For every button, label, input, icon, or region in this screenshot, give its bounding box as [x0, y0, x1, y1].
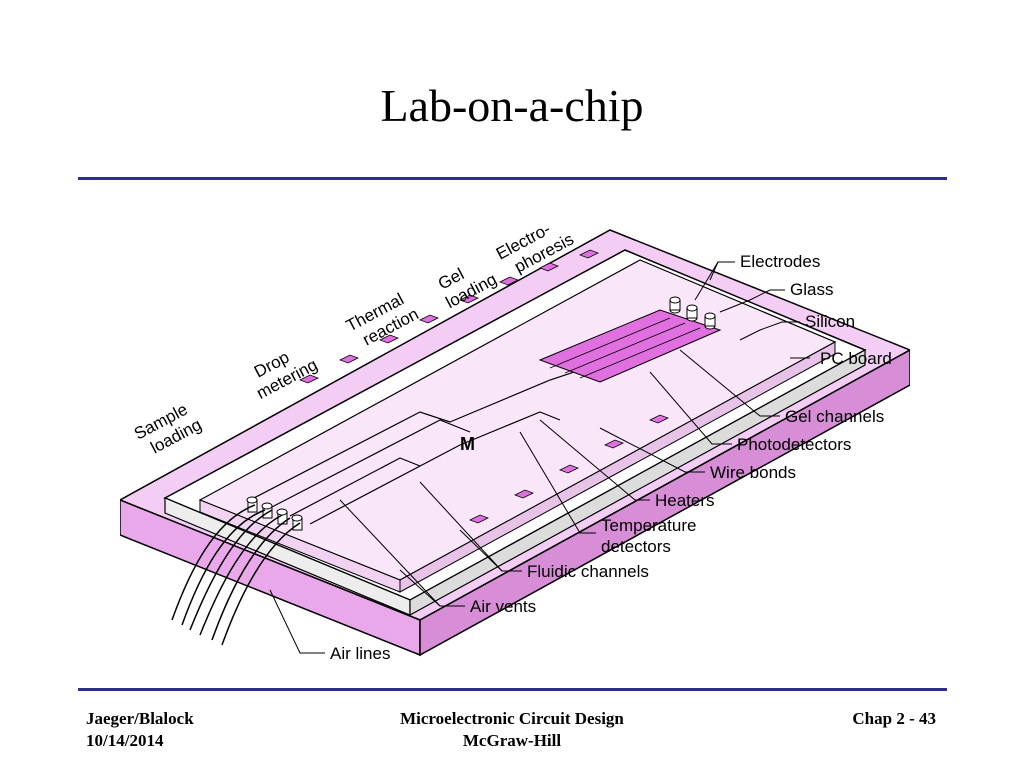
- footer-book-title: Microelectronic Circuit Design: [400, 709, 624, 728]
- back-contact-pads: [299, 249, 599, 384]
- footer-author-names: Jaeger/Blalock: [86, 709, 194, 728]
- electrodes: [669, 296, 716, 330]
- gel-channels: [538, 309, 722, 383]
- slide-title: Lab-on-a-chip: [380, 80, 644, 131]
- callout-photodetectors: Photodetectors: [737, 435, 851, 454]
- footer-chapter-page: Chap 2 - 43: [852, 709, 936, 728]
- chip-mark: M: [460, 434, 475, 454]
- footer-authors: Jaeger/Blalock 10/14/2014: [86, 708, 194, 752]
- callout-fluidic-channels: Fluidic channels: [527, 562, 649, 581]
- callout-wire-bonds: Wire bonds: [710, 463, 796, 482]
- callout-silicon: Silicon: [805, 312, 855, 331]
- callout-glass: Glass: [790, 280, 833, 299]
- callout-electrodes: Electrodes: [740, 252, 820, 271]
- callout-leaders: [269, 261, 810, 654]
- footer-publisher: McGraw-Hill: [462, 731, 562, 750]
- callout-temperature-detectors: Temperature detectors: [601, 516, 701, 556]
- callout-air-vents: Air vents: [470, 597, 536, 616]
- callout-air-lines: Air lines: [330, 644, 390, 663]
- lab-on-a-chip-diagram: M Sample loading Drop metering Thermal r…: [120, 219, 910, 663]
- callout-heaters: Heaters: [655, 491, 715, 510]
- footer-date: 10/14/2014: [86, 731, 164, 750]
- stage-label-drop-metering: Drop metering: [244, 337, 321, 402]
- footer-book: Microelectronic Circuit Design McGraw-Hi…: [312, 708, 712, 752]
- callout-gel-channels: Gel channels: [785, 407, 884, 426]
- callout-pc-board: PC board: [820, 349, 892, 368]
- front-contact-pads: [469, 414, 669, 524]
- title-divider: [78, 177, 947, 180]
- footer-divider: [78, 688, 947, 691]
- air-line-tubes: [171, 504, 301, 646]
- footer-page-number: Chap 2 - 43: [852, 708, 936, 730]
- stage-label-sample-loading: Sample loading: [131, 397, 205, 461]
